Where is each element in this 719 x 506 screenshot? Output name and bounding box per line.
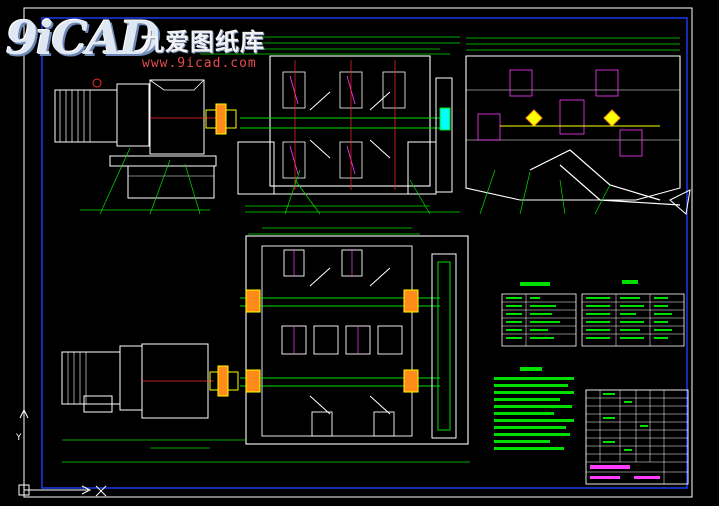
watermark-site-name: 九爱图纸库: [140, 28, 265, 56]
technical-notes: [494, 367, 574, 450]
side-view: [465, 37, 691, 215]
ucs-axis-icon: Y: [15, 408, 92, 496]
front-view: [54, 36, 460, 215]
parameter-table-right: [581, 280, 685, 347]
site-watermark: 9iCAD 九爱图纸库 www.9icad.com: [6, 8, 296, 78]
watermark-logo-mark: 9iCAD: [6, 11, 160, 65]
parameter-table-left: [501, 282, 577, 347]
watermark-url: www.9icad.com: [142, 56, 257, 71]
drawing-border: [23, 7, 693, 498]
title-block: [585, 389, 689, 485]
svg-text:Y: Y: [15, 433, 22, 443]
plan-view: [61, 227, 470, 463]
crosshair-icon: [95, 485, 107, 497]
